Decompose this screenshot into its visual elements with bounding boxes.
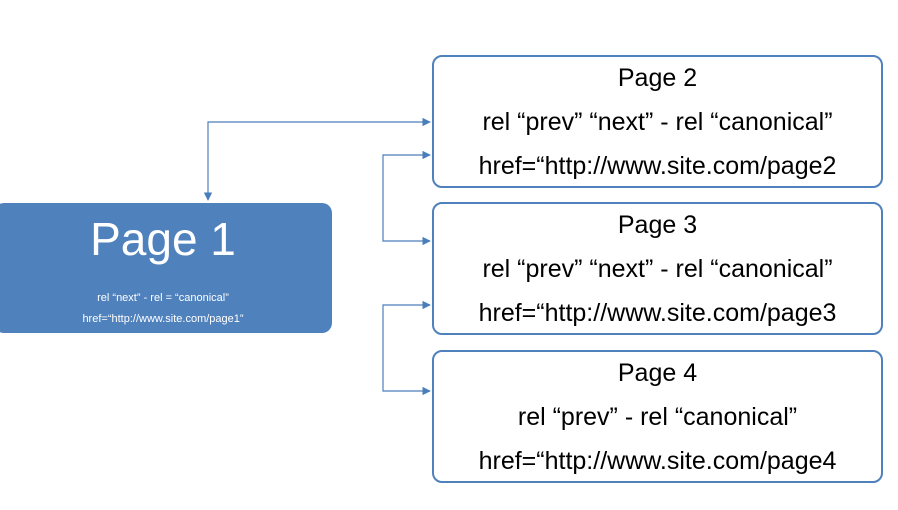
- page4-rel-text: rel “prev” - rel “canonical”: [517, 403, 798, 431]
- page4-title: Page 4: [617, 359, 698, 387]
- page3-title: Page 3: [617, 211, 698, 239]
- page3-box: Page 3 rel “prev” “next” - rel “canonica…: [432, 202, 883, 335]
- page1-href-text: href=“http://www.site.com/page1”: [82, 313, 244, 325]
- page4-box: Page 4 rel “prev” - rel “canonical” href…: [432, 350, 883, 483]
- page2-box: Page 2 rel “prev” “next” - rel “canonica…: [432, 55, 883, 188]
- page1-rel-text: rel “next” - rel = “canonical”: [97, 292, 229, 304]
- arrow-page3-page4: [382, 300, 431, 396]
- page3-href-text: href=“http://www.site.com/page3: [478, 299, 837, 327]
- arrow-page2-page3: [382, 150, 431, 246]
- page2-rel-text: rel “prev” “next” - rel “canonical”: [482, 108, 833, 136]
- page1-box: Page 1 rel “next” - rel = “canonical” hr…: [0, 203, 332, 333]
- page4-href-text: href=“http://www.site.com/page4: [478, 447, 837, 475]
- page3-rel-text: rel “prev” “next” - rel “canonical”: [482, 255, 833, 283]
- page1-title: Page 1: [90, 213, 236, 265]
- page2-title: Page 2: [617, 64, 698, 92]
- page2-href-text: href=“http://www.site.com/page2: [478, 152, 837, 180]
- arrow-page1-page2: [203, 117, 431, 201]
